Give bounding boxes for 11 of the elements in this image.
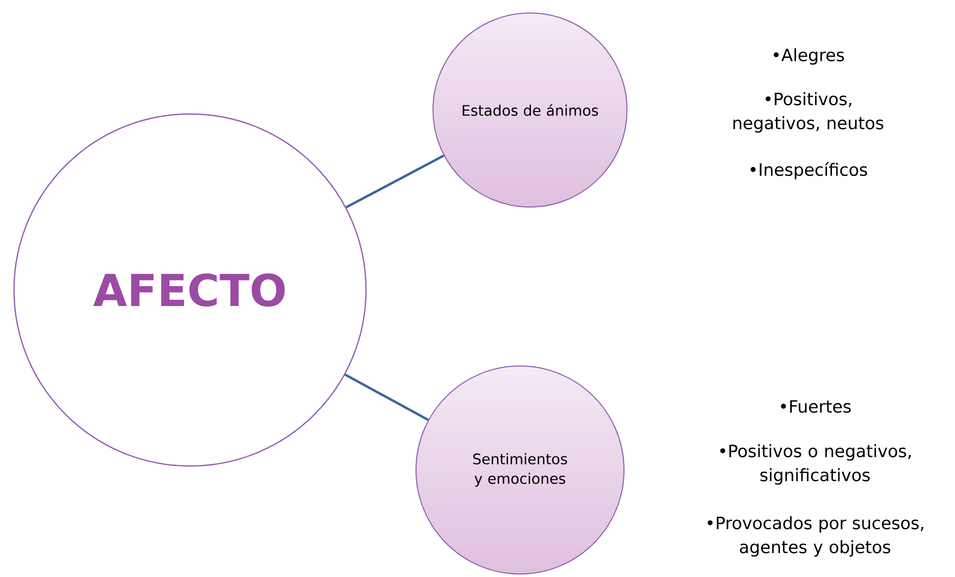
bullet-text: •Positivos o negativos, significativos (720, 444, 911, 485)
bullet-text: •Provocados por sucesos, agentes y objetos (708, 516, 924, 557)
bullet-text: •Fuertes (781, 400, 851, 413)
connector-line (346, 154, 444, 208)
bullet-text: •Alegres (774, 48, 844, 65)
bullet-text: •Inespecíficos (750, 162, 868, 180)
circle-node: Estados de ánimos (432, 12, 628, 208)
circle-node: Sentimientos y emociones (416, 365, 624, 574)
circle-node: AFECTO (13, 113, 367, 467)
connector-line (344, 374, 429, 421)
bullet-text: •Positivos, negativos, neutos (733, 92, 884, 133)
